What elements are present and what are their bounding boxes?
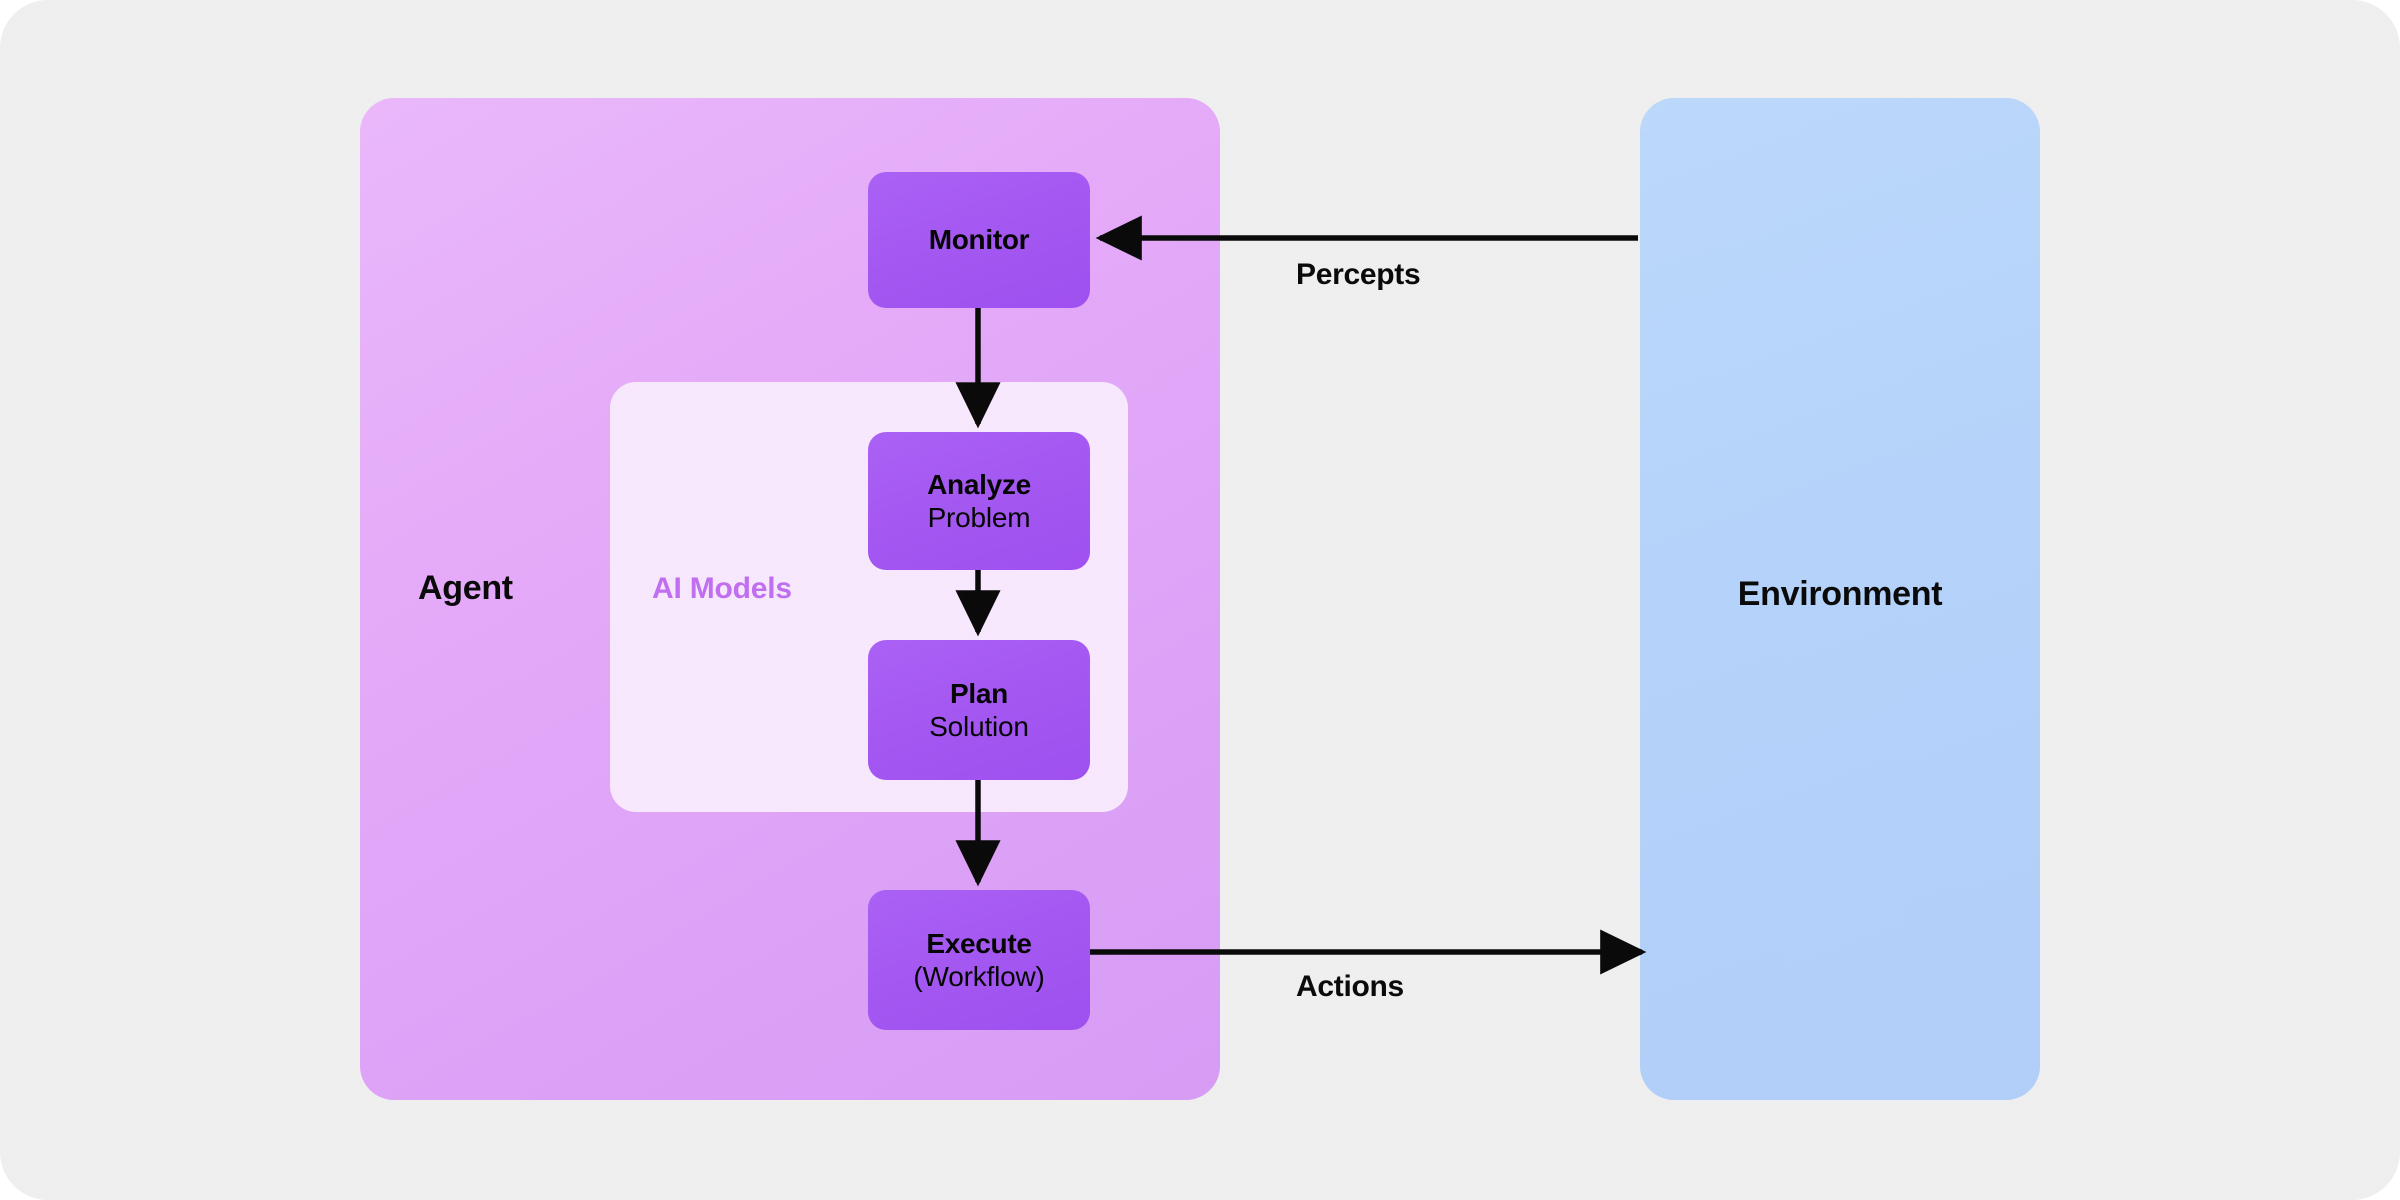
step-box-monitor[interactable]: Monitor xyxy=(868,172,1090,308)
ai-models-label: AI Models xyxy=(652,572,792,605)
environment-label: Environment xyxy=(1737,575,1943,613)
step-box-analyze[interactable]: Analyze Problem xyxy=(868,432,1090,570)
environment-container xyxy=(1640,98,2040,1100)
edge-label-percepts: Percepts xyxy=(1296,258,1421,291)
step-subtitle-plan: Solution xyxy=(929,711,1029,742)
step-subtitle-execute: (Workflow) xyxy=(913,961,1045,992)
step-box-execute[interactable]: Execute (Workflow) xyxy=(868,890,1090,1030)
step-title-analyze: Analyze xyxy=(927,468,1031,500)
edge-label-actions: Actions xyxy=(1296,970,1404,1003)
step-box-plan[interactable]: Plan Solution xyxy=(868,640,1090,780)
step-subtitle-analyze: Problem xyxy=(927,502,1031,533)
agent-label: Agent xyxy=(418,569,513,607)
step-title-monitor: Monitor xyxy=(928,224,1030,256)
step-title-plan: Plan xyxy=(950,677,1008,709)
step-title-execute: Execute xyxy=(926,927,1032,959)
